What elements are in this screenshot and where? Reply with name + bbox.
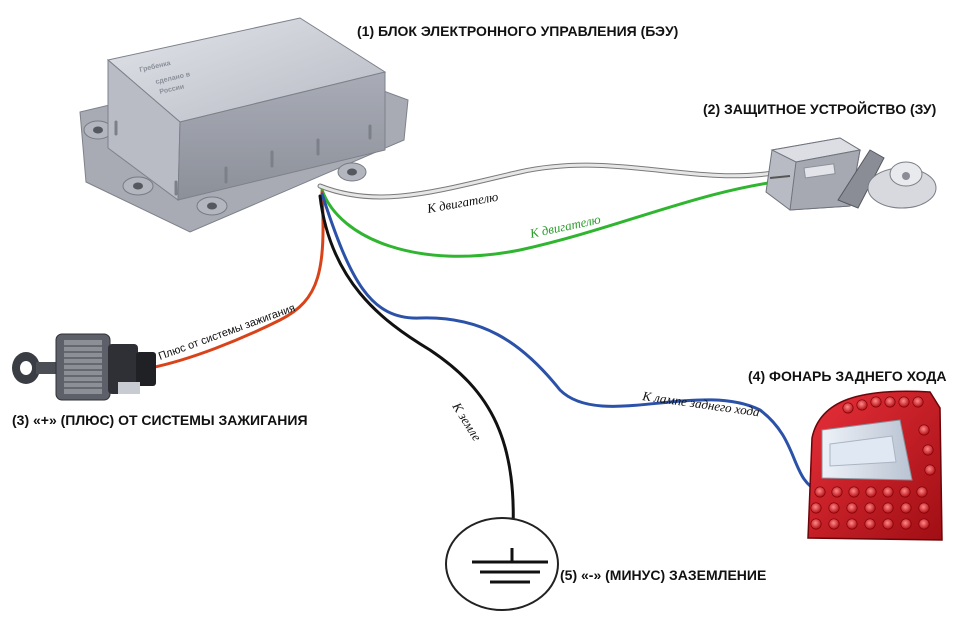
lamp-led-dot bbox=[842, 402, 854, 414]
lamp-led-dot bbox=[846, 502, 858, 514]
red-wire bbox=[148, 190, 325, 370]
lamp-led-dot bbox=[848, 486, 860, 498]
lamp-led-dot bbox=[884, 396, 896, 408]
lamp-leds bbox=[810, 396, 936, 530]
lamp-led-dot bbox=[918, 518, 930, 530]
lamp-led-dot bbox=[814, 486, 826, 498]
black-wire bbox=[318, 194, 515, 550]
lamp-led-dot bbox=[831, 486, 843, 498]
protection-device bbox=[765, 137, 937, 211]
red-wire-label: Плюс от системы зажигания bbox=[157, 302, 297, 363]
lamp-led-dot bbox=[918, 424, 930, 436]
lamp-led-dot bbox=[916, 486, 928, 498]
lamp-led-dot bbox=[882, 518, 894, 530]
blue-wire bbox=[320, 192, 822, 494]
wires bbox=[148, 162, 822, 550]
control-unit-title: (1) БЛОК ЭЛЕКТРОННОГО УПРАВЛЕНИЯ (БЭУ) bbox=[357, 23, 678, 39]
lamp-led-dot bbox=[924, 464, 936, 476]
blue-wire-label: К лампе заднего хода bbox=[641, 388, 761, 419]
lamp-led-dot bbox=[918, 502, 930, 514]
ignition-switch bbox=[12, 333, 156, 401]
lamp-led-dot bbox=[912, 396, 924, 408]
lamp-led-dot bbox=[898, 396, 910, 408]
ground-symbol bbox=[445, 517, 559, 611]
protection-device-title: (2) ЗАЩИТНОЕ УСТРОЙСТВО (ЗУ) bbox=[703, 100, 936, 117]
lamp-led-dot bbox=[870, 396, 882, 408]
lamp-led-dot bbox=[864, 518, 876, 530]
lamp-led-dot bbox=[856, 399, 868, 411]
ground-title: (5) «-» (МИНУС) ЗАЗЕМЛЕНИЕ bbox=[560, 567, 766, 583]
lamp-led-dot bbox=[864, 502, 876, 514]
lamp-led-dot bbox=[846, 518, 858, 530]
lamp-led-dot bbox=[900, 518, 912, 530]
lamp-led-dot bbox=[810, 502, 822, 514]
lamp-led-dot bbox=[828, 518, 840, 530]
lamp-led-dot bbox=[810, 518, 822, 530]
lamp-led-dot bbox=[828, 502, 840, 514]
lamp-led-dot bbox=[900, 502, 912, 514]
reverse-lamp bbox=[807, 390, 943, 541]
green-wire bbox=[320, 178, 792, 258]
green-wire-label: К двигателю bbox=[528, 211, 602, 241]
lamp-led-dot bbox=[899, 486, 911, 498]
ignition-title: (3) «+» (ПЛЮС) ОТ СИСТЕМЫ ЗАЖИГАНИЯ bbox=[12, 412, 308, 428]
reverse-lamp-title: (4) ФОНАРЬ ЗАДНЕГО ХОДА bbox=[748, 368, 946, 384]
lamp-led-dot bbox=[922, 444, 934, 456]
black-wire-label: К земле bbox=[449, 399, 485, 444]
lamp-led-dot bbox=[865, 486, 877, 498]
lamp-led-dot bbox=[882, 502, 894, 514]
lamp-led-dot bbox=[882, 486, 894, 498]
control-unit: Гребенка сделано в России bbox=[79, 17, 409, 233]
